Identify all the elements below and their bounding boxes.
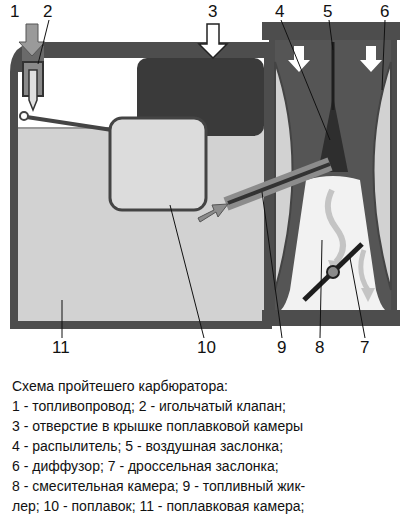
leader-line xyxy=(170,205,204,338)
fuel-flow-arrow xyxy=(198,204,228,222)
callout-number: 9 xyxy=(277,339,286,356)
float xyxy=(110,118,206,210)
mixture-flow xyxy=(361,250,368,290)
air-damper xyxy=(332,42,335,110)
legend-line: 1 - топливопровод; 2 - игольчатый клапан… xyxy=(12,399,286,413)
leader-line xyxy=(281,20,330,140)
throttle-axis xyxy=(327,266,339,278)
leader-line xyxy=(350,258,365,338)
air-flow-arrow xyxy=(360,46,382,72)
air-hole-arrow xyxy=(199,24,227,58)
mixture-flow-arrow xyxy=(361,288,375,302)
legend-line: 3 - отверстие в крышке поплавковой камер… xyxy=(12,419,303,433)
legend-line: 8 - смесительная камера; 9 - топливный ж… xyxy=(12,479,305,493)
callout-number: 3 xyxy=(208,3,217,20)
legend-line: 4 - распылитель; 5 - воздушная заслонка; xyxy=(12,439,283,453)
callout-number: 2 xyxy=(43,3,52,20)
leader-line xyxy=(382,20,385,90)
float-chamber-wall xyxy=(14,46,268,325)
callout-number: 1 xyxy=(10,3,19,20)
leader-line xyxy=(62,300,63,338)
mixing-chamber xyxy=(281,176,385,310)
callout-number: 6 xyxy=(380,3,389,20)
callout-number: 4 xyxy=(275,3,284,20)
callout-number: 10 xyxy=(197,339,216,356)
fuel-jet-channel xyxy=(228,164,330,203)
callout-number: 11 xyxy=(52,339,70,356)
tube-bottom-flange xyxy=(262,310,400,326)
lever-pivot xyxy=(20,112,28,120)
mixture-flow xyxy=(328,190,343,262)
callout-number: 7 xyxy=(360,339,369,356)
leader-line xyxy=(262,192,282,338)
leader-line xyxy=(38,20,49,64)
legend-line: лер; 10 - поплавок; 11 - поплавковая кам… xyxy=(12,499,304,513)
legend-line: 6 - диффузор; 7 - дроссельная заслонка; xyxy=(12,459,279,473)
fuel-jet xyxy=(226,164,330,204)
diffuser-right xyxy=(374,62,392,290)
needle-valve xyxy=(29,70,37,110)
callout-number: 8 xyxy=(315,339,324,356)
callout-number: 5 xyxy=(323,3,332,20)
leader-line xyxy=(320,240,322,338)
leader-line xyxy=(329,20,333,50)
throttle-valve xyxy=(304,244,362,300)
float-lever xyxy=(20,116,112,130)
air-flow-arrow xyxy=(288,46,310,72)
caption: Схема пройтешего карбюратора: xyxy=(12,379,228,393)
